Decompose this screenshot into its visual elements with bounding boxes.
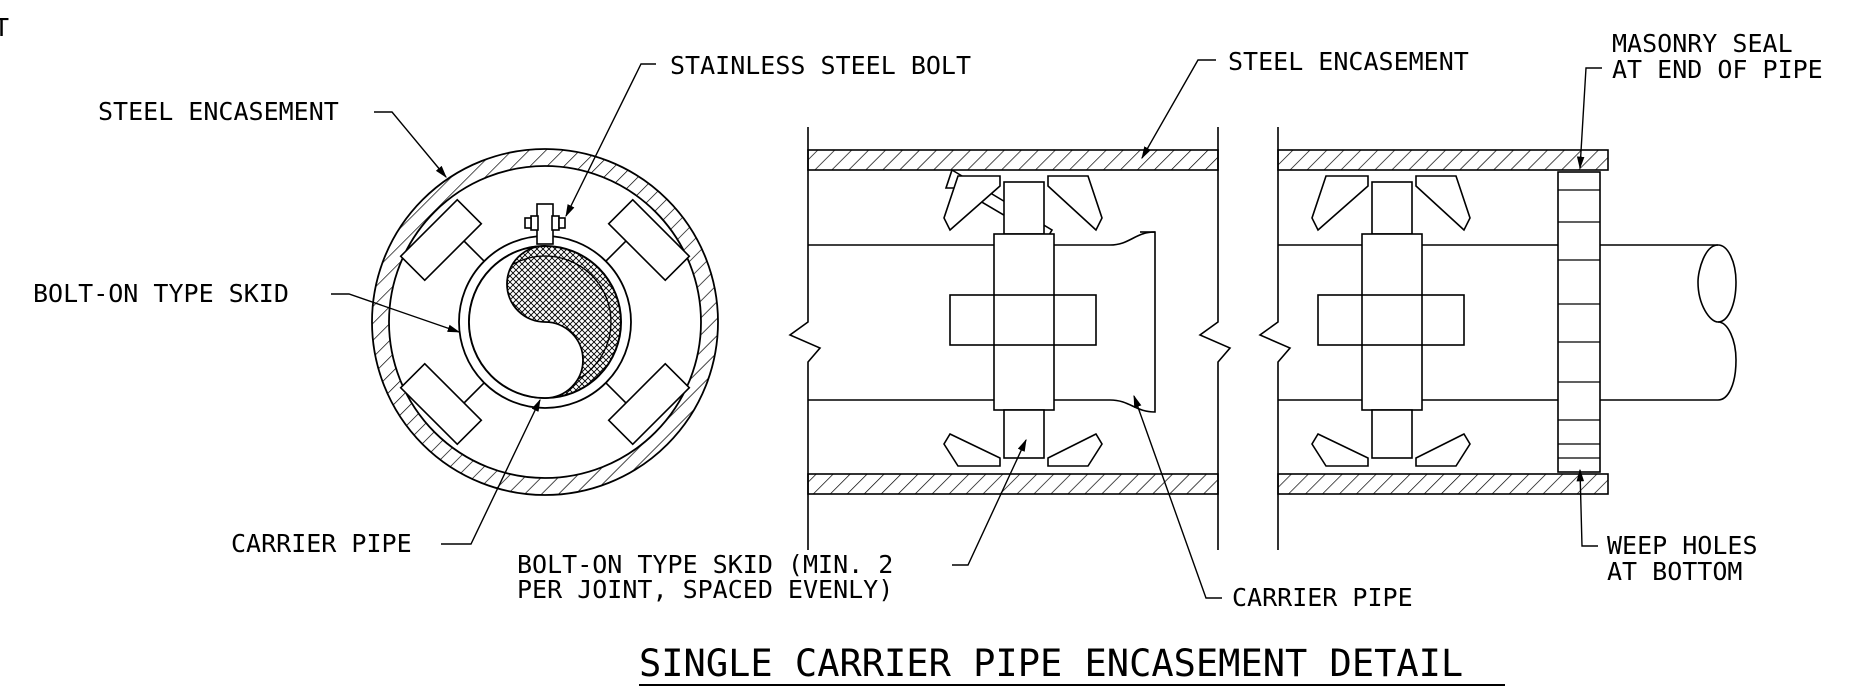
masonry-seal (1557, 171, 1601, 473)
section-label-bolt-on-skid: BOLT-ON TYPE SKID (33, 279, 289, 308)
skid-assembly-left (943, 168, 1103, 467)
encasement-wall-bottom-right (1277, 473, 1609, 495)
encasement-wall-top-left (807, 149, 1219, 171)
weep-holes-label-line1: WEEP HOLES (1607, 531, 1758, 560)
skid-runners (399, 198, 691, 446)
elevation-label-steel-encasement: STEEL ENCASEMENT (1228, 47, 1469, 76)
elevation-label-skid-line2: PER JOINT, SPACED EVENLY) (517, 575, 893, 604)
section-label-stainless-bolt: STAINLESS STEEL BOLT (670, 51, 971, 80)
elevation-view: STEEL ENCASEMENT MASONRY SEAL AT END OF … (517, 29, 1823, 612)
carrier-pipe-left (808, 231, 1156, 413)
elevation-label-carrier-pipe: CARRIER PIPE (1232, 583, 1413, 612)
weep-holes-label-line2: AT BOTTOM (1607, 557, 1742, 586)
break-lines (788, 127, 1292, 550)
masonry-seal-label-line2: AT END OF PIPE (1612, 55, 1823, 84)
corner-mark: T (0, 13, 9, 42)
masonry-seal-label-line1: MASONRY SEAL (1612, 29, 1793, 58)
cross-section-view: STEEL ENCASEMENT STAINLESS STEEL BOLT BO… (33, 51, 971, 558)
elevation-label-skid-line1: BOLT-ON TYPE SKID (MIN. 2 (517, 550, 893, 579)
bolt-assembly (524, 203, 566, 245)
encasement-wall-top-right (1277, 149, 1609, 171)
encasement-wall-bottom-left (807, 473, 1219, 495)
section-label-steel-encasement: STEEL ENCASEMENT (98, 97, 339, 126)
carrier-pipe-right (1278, 244, 1737, 401)
drawing-title: SINGLE CARRIER PIPE ENCASEMENT DETAIL (639, 642, 1463, 685)
section-label-carrier-pipe: CARRIER PIPE (231, 529, 412, 558)
skid-assembly-right (1311, 175, 1471, 467)
